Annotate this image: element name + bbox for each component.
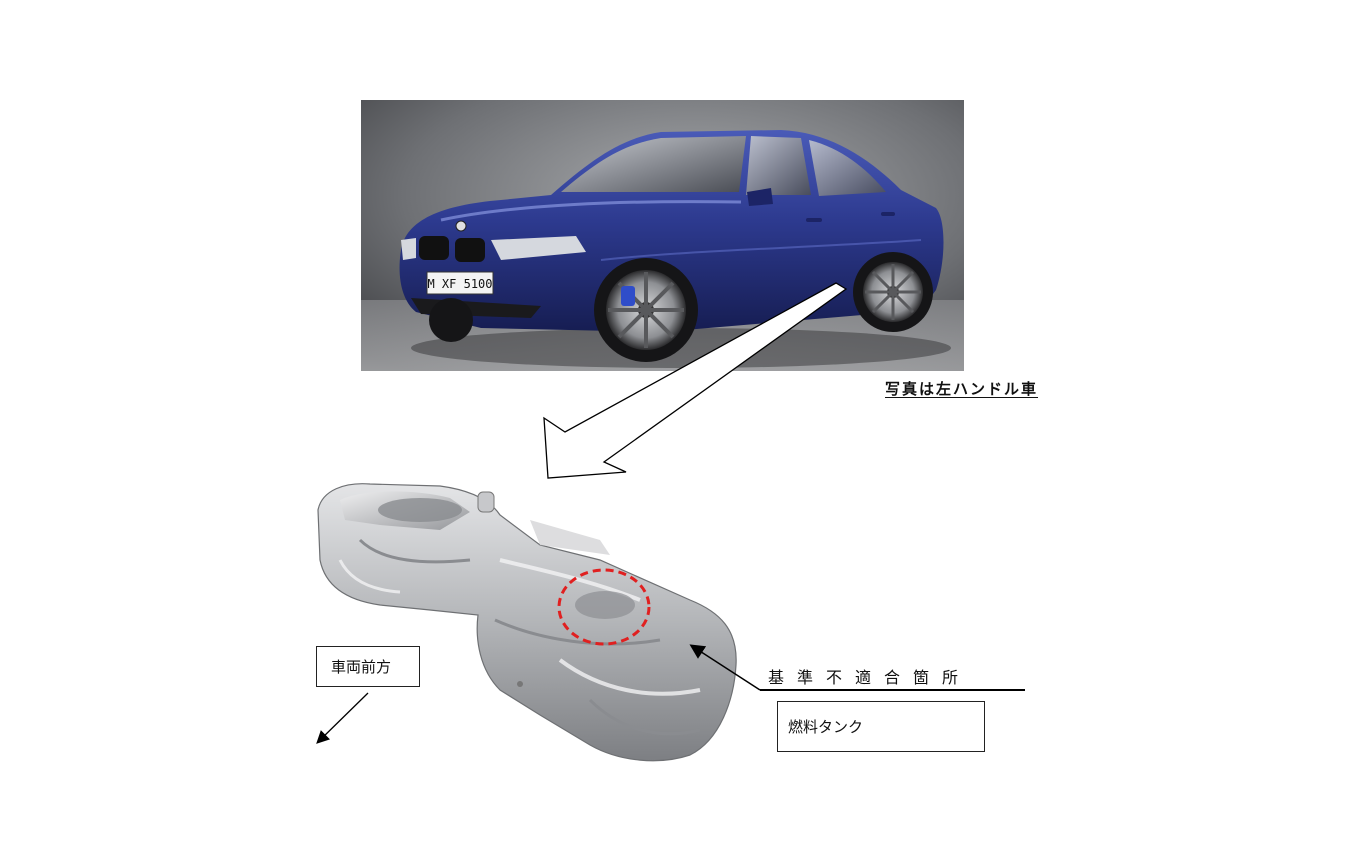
windshield [561, 136, 746, 192]
license-plate-text: M XF 5100 [427, 277, 492, 291]
vehicle-front-label-box: 車両前方 [316, 646, 420, 687]
vehicle-front-arrow [316, 692, 369, 744]
fuel-tank-image [317, 483, 737, 762]
headlight [491, 236, 586, 260]
kidney-grille-right [455, 238, 485, 262]
rear-wheel [853, 252, 933, 332]
front-wheel [594, 258, 698, 362]
defect-leader-arrow [689, 644, 761, 691]
rear-side-window [809, 140, 886, 196]
car-photo: M XF 5100 [361, 100, 964, 371]
front-side-window [746, 136, 811, 195]
side-mirror [747, 188, 773, 206]
defect-location-label: 基準不適合箇所 [768, 668, 972, 687]
defect-highlight-circle [557, 568, 651, 646]
fuel-tank-label-box: 燃料タンク [777, 701, 985, 752]
location-pointer-arrow [543, 282, 848, 479]
license-plate [426, 271, 494, 295]
photo-caption: 写真は左ハンドル車 [885, 380, 1039, 398]
vehicle-front-label: 車両前方 [331, 658, 392, 676]
fuel-tank-label: 燃料タンク [788, 718, 864, 736]
kidney-grille-left [419, 236, 449, 260]
